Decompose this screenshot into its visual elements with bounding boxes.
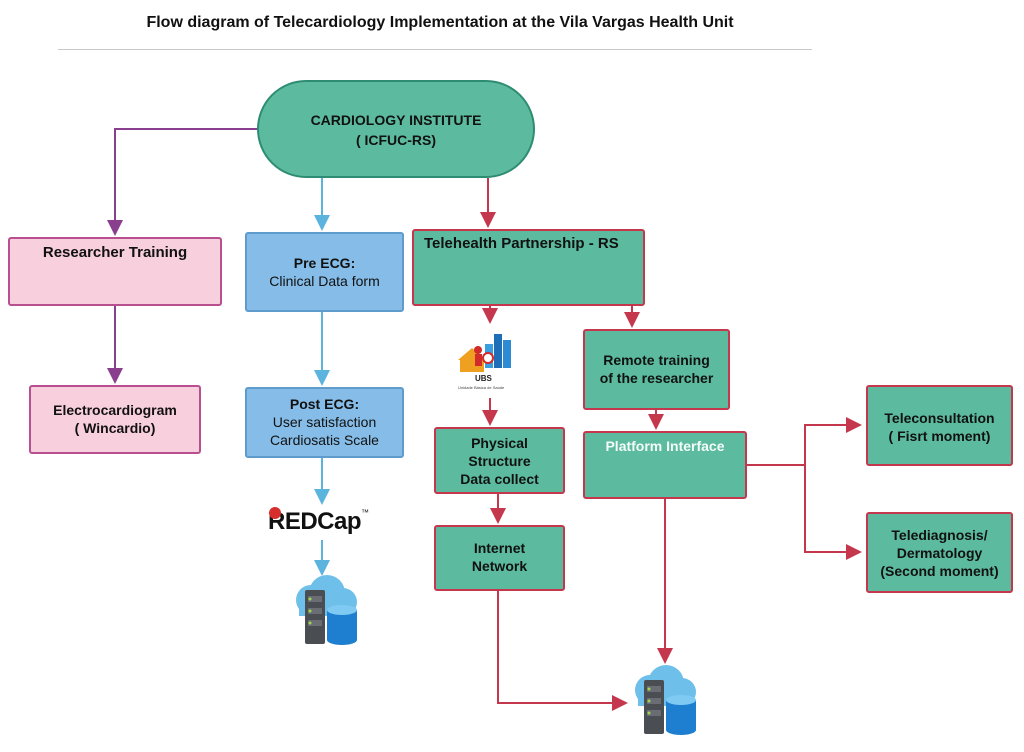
telehealth-partnership-node: Telehealth Partnership - RS [412, 229, 645, 306]
physical-line3: Data collect [460, 471, 539, 487]
remote-training-line2: of the researcher [599, 370, 714, 386]
cloud-database-icon [635, 665, 696, 735]
telediagnosis-line1: Telediagnosis/ [891, 527, 988, 543]
arrow-institute-to-training [107, 128, 257, 236]
electrocardiogram-node: Electrocardiogram ( Wincardio) [29, 385, 201, 454]
researcher-training-node: Researcher Training [8, 237, 222, 306]
institute-line2: ( ICFUC-RS) [355, 132, 437, 148]
pre-ecg-line2: Clinical Data form [269, 273, 380, 289]
institute-line1: CARDIOLOGY INSTITUTE [310, 112, 482, 128]
teleconsultation-line2: ( Fisrt moment) [888, 428, 991, 444]
post-ecg-line2: User satisfaction [272, 414, 377, 430]
researcher-training-label: Researcher Training [42, 244, 188, 261]
platform-interface-node: Platform Interface [583, 431, 747, 499]
redcap-logo: REDCap™ [268, 507, 369, 536]
arrow-internet-to-database [497, 591, 628, 711]
physical-line1: Physical [471, 435, 528, 451]
pre-ecg-line1: Pre ECG: [293, 255, 356, 271]
electrocardiogram-line1: Electrocardiogram [53, 402, 177, 418]
remote-training-node: Remote training of the researcher [583, 329, 730, 410]
internet-line1: Internet [473, 540, 526, 556]
title-divider [58, 49, 812, 50]
redcap-text: REDCap [268, 508, 362, 535]
electrocardiogram-line2: ( Wincardio) [74, 420, 156, 436]
post-ecg-line3: Cardiosatis Scale [270, 432, 379, 448]
redcap-dot-icon [269, 507, 281, 519]
post-ecg-node: Post ECG: User satisfaction Cardiosatis … [245, 387, 404, 458]
cardiology-institute-node: CARDIOLOGY INSTITUTE ( ICFUC-RS) [257, 80, 535, 178]
telediagnosis-line2: Dermatology [896, 545, 983, 561]
physical-line2: Structure [468, 453, 531, 469]
ubs-logo-icon: UBS Unidade Básica de Saúde [456, 328, 520, 394]
platform-label: Platform Interface [605, 438, 725, 454]
arrow-platform-to-teleconsultation [747, 417, 862, 466]
arrow-platform-to-telediagnosis [804, 465, 862, 560]
ubs-label: UBS [475, 374, 493, 383]
telediagnosis-node: Telediagnosis/ Dermatology (Second momen… [866, 512, 1013, 593]
ubs-caption: Unidade Básica de Saúde [458, 385, 505, 390]
cloud-database-icon [296, 575, 357, 645]
teleconsultation-line1: Teleconsultation [884, 410, 995, 426]
redcap-tm: ™ [361, 508, 369, 517]
diagram-title: Flow diagram of Telecardiology Implement… [146, 14, 734, 31]
telediagnosis-line3: (Second moment) [880, 563, 999, 579]
pre-ecg-node: Pre ECG: Clinical Data form [245, 232, 404, 312]
telehealth-label: Telehealth Partnership - RS [424, 235, 619, 252]
teleconsultation-node: Teleconsultation ( Fisrt moment) [866, 385, 1013, 466]
physical-structure-node: Physical Structure Data collect [434, 427, 565, 494]
internet-network-node: Internet Network [434, 525, 565, 591]
remote-training-line1: Remote training [603, 352, 710, 368]
internet-line2: Network [471, 558, 528, 574]
post-ecg-line1: Post ECG: [289, 396, 360, 412]
